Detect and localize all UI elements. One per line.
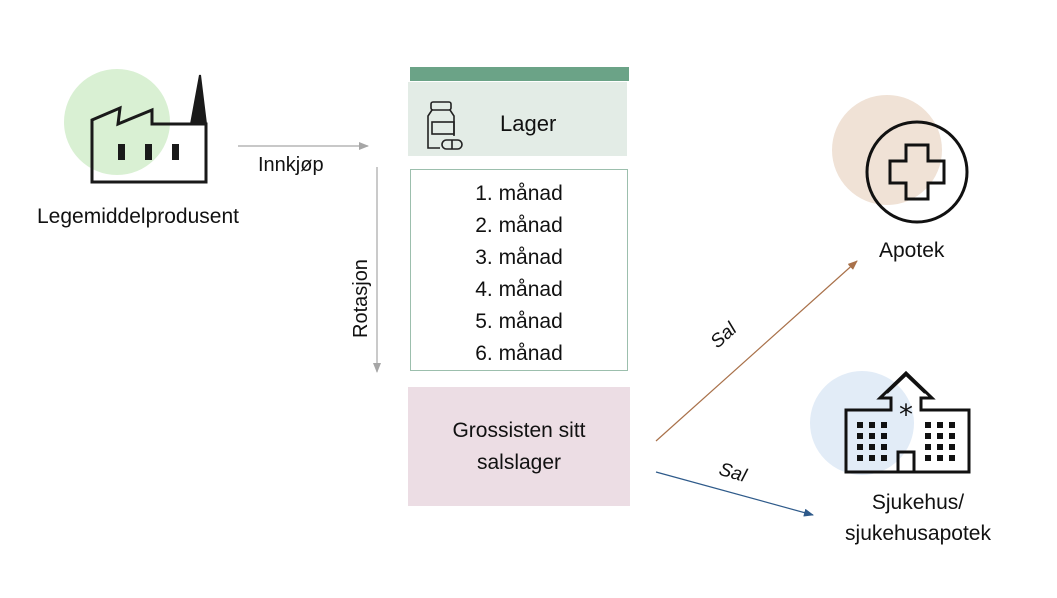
hospital-window: [881, 444, 887, 450]
hospital-window: [949, 422, 955, 428]
hospital-window: [869, 422, 875, 428]
factory-icon: [90, 74, 208, 184]
hospital-window: [869, 433, 875, 439]
month-item: 6. månad: [475, 342, 563, 365]
hospital-window: [881, 455, 887, 461]
hospital-windows: [857, 422, 955, 461]
hospital-window: [925, 433, 931, 439]
hospital-icon: *: [844, 370, 971, 474]
hospital-window: [949, 433, 955, 439]
warehouse-box: Lager: [408, 82, 627, 156]
hospital-window: [949, 455, 955, 461]
svg-text:*: *: [899, 398, 913, 431]
pharmacy-cross-icon: [865, 120, 969, 224]
hospital-window: [937, 433, 943, 439]
hospital-window: [949, 444, 955, 450]
pharmacy-bubble: [832, 95, 942, 205]
hospital-label: Sjukehus/ sjukehusapotek: [818, 487, 1018, 549]
sales-stock-box: Grossisten sitt salslager: [408, 387, 630, 506]
hospital-window: [925, 455, 931, 461]
medicine-bottle-icon: [427, 101, 463, 150]
hospital-window: [937, 444, 943, 450]
warehouse-header-bar: [410, 67, 629, 81]
month-item: 2. månad: [475, 214, 563, 237]
sales-stock-label-line2: salslager: [476, 450, 562, 474]
hospital-window: [857, 433, 863, 439]
rotation-label: Rotasjon: [350, 259, 372, 338]
hospital-window: [937, 455, 943, 461]
purchase-label: Innkjøp: [258, 154, 324, 176]
month-item: 4. månad: [475, 278, 563, 301]
pharmacy-label: Apotek: [879, 239, 945, 262]
hospital-window: [881, 433, 887, 439]
hospital-label-line1: Sjukehus/: [871, 491, 965, 514]
hospital-window: [857, 444, 863, 450]
hospital-window: [925, 444, 931, 450]
months-box: 1. månad 2. månad 3. månad 4. månad 5. m…: [410, 169, 628, 371]
hospital-window: [937, 422, 943, 428]
hospital-window: [925, 422, 931, 428]
sale-pharmacy-arrow: [655, 260, 858, 442]
sales-stock-label-line1: Grossisten sitt: [452, 418, 586, 442]
hospital-label-line2: sjukehusapotek: [845, 522, 991, 545]
month-item: 1. månad: [475, 182, 563, 205]
warehouse-label: Lager: [500, 111, 557, 136]
hospital-window: [869, 455, 875, 461]
month-item: 5. månad: [475, 310, 563, 333]
sale-hospital-arrow: [655, 471, 814, 517]
hospital-window: [857, 455, 863, 461]
month-item: 3. månad: [475, 246, 563, 269]
hospital-window: [869, 444, 875, 450]
hospital-window: [881, 422, 887, 428]
hospital-window: [857, 422, 863, 428]
producer-label: Legemiddelprodusent: [37, 205, 239, 228]
